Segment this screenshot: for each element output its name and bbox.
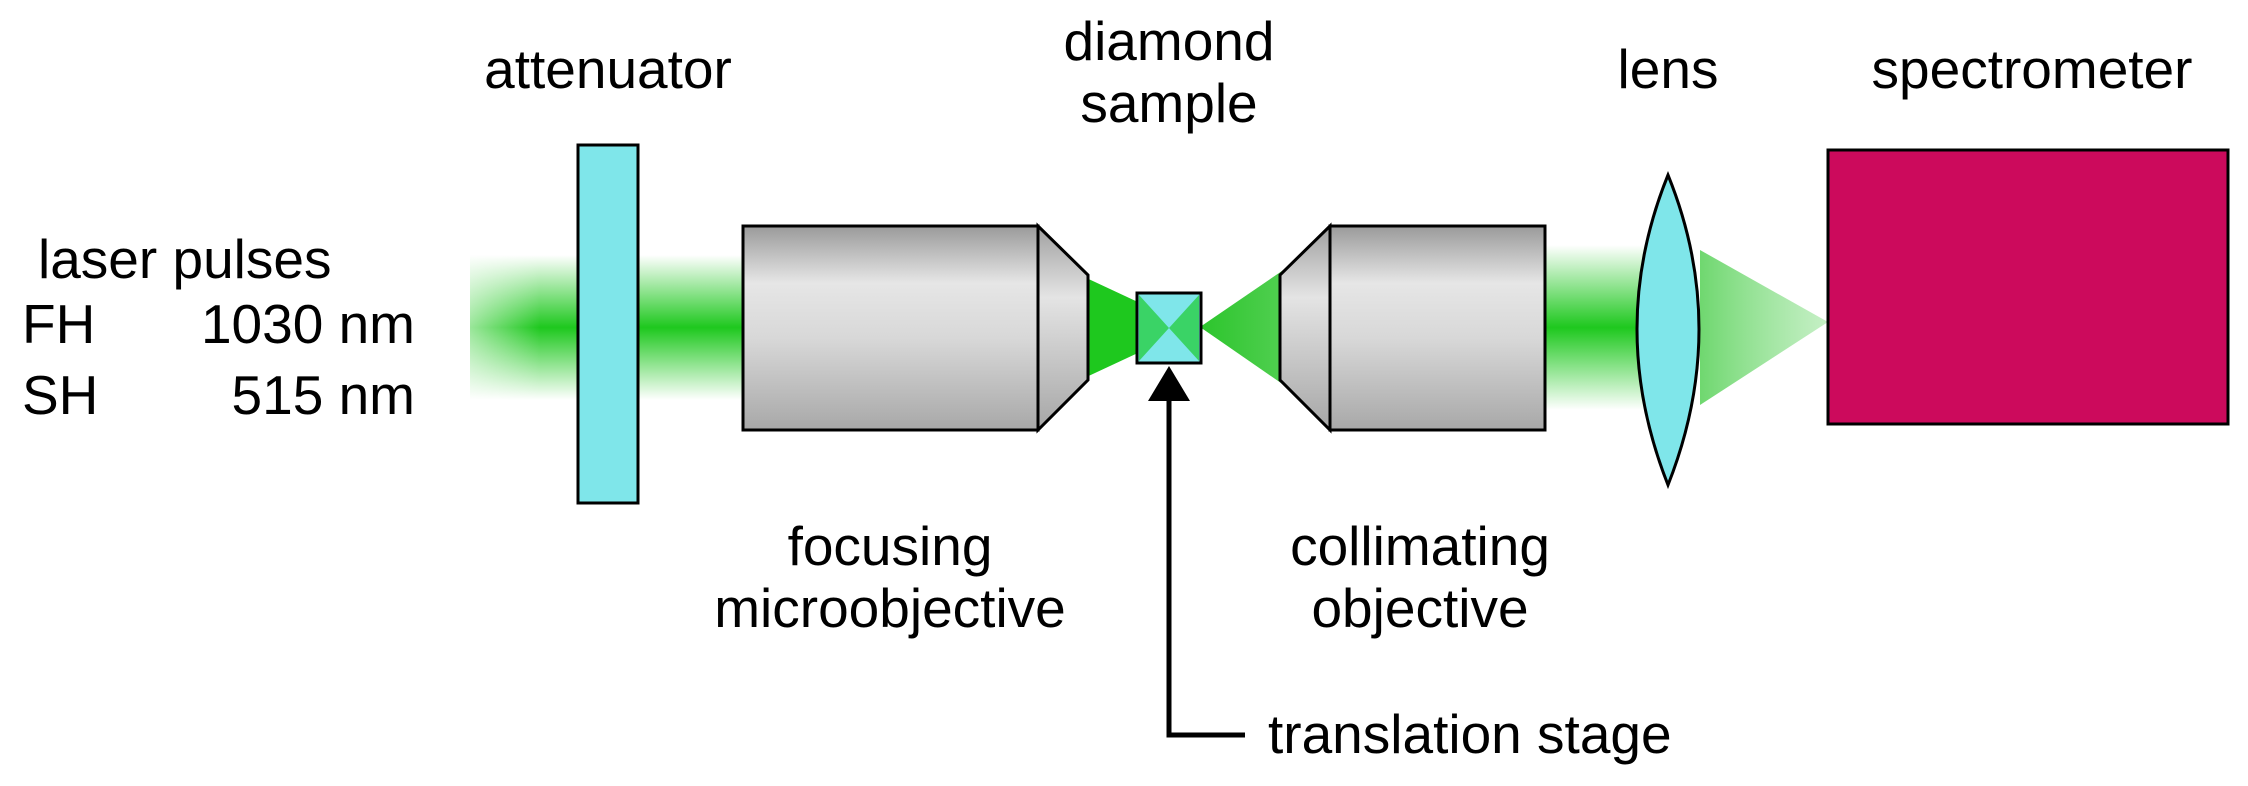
diamond-sample-label: diamond sample: [1009, 10, 1329, 134]
collimated-beam: [1545, 245, 1645, 410]
lens: [1635, 171, 1701, 490]
attenuator-plate: [576, 143, 640, 505]
focusing-microobjective: [741, 222, 1090, 434]
lens-label: lens: [1617, 38, 1719, 100]
spectrometer-label: spectrometer: [1871, 38, 2193, 100]
laser-pulses-label: laser pulses: [38, 228, 332, 290]
focusing-label-line-1: focusing: [787, 515, 993, 577]
spectrometer-box: [1826, 148, 2230, 426]
attenuator-label: attenuator: [484, 38, 732, 100]
diamond-sample-label-line-1: diamond: [1063, 10, 1275, 72]
translation-stage-arrow: [1148, 366, 1245, 738]
focusing-microobjective-label: focusing microobjective: [660, 515, 1120, 639]
sh-name-label: SH: [22, 364, 99, 426]
fh-name-label: FH: [22, 293, 96, 355]
fh-wavelength-label: 1030 nm: [200, 293, 415, 355]
sh-wavelength-label: 515 nm: [231, 364, 415, 426]
diamond-sample-label-line-2: sample: [1080, 72, 1258, 134]
collimating-label-line-1: collimating: [1290, 515, 1550, 577]
collimating-objective: [1278, 222, 1547, 434]
input-beam-fade: [470, 255, 540, 400]
translation-stage-label: translation stage: [1268, 703, 1672, 765]
collimating-label-line-2: objective: [1311, 577, 1529, 639]
diamond-sample: [1135, 291, 1203, 365]
collimating-objective-label: collimating objective: [1220, 515, 1620, 639]
focusing-label-line-2: microobjective: [714, 577, 1066, 639]
beam-to-spectrometer: [1700, 250, 1828, 405]
